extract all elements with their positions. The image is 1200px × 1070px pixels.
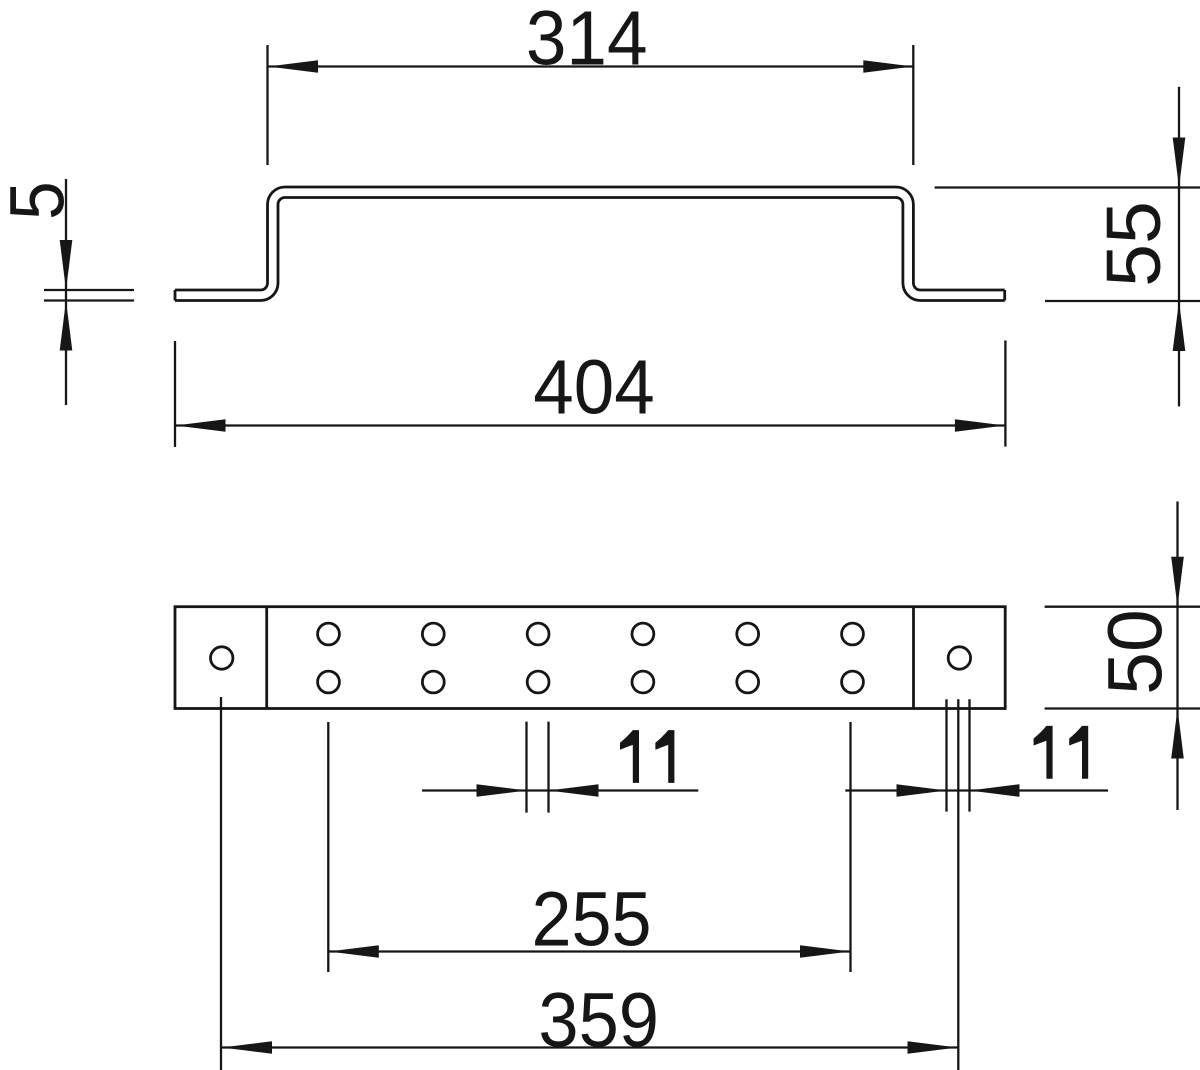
svg-text:55: 55	[1091, 201, 1177, 287]
svg-text:404: 404	[533, 344, 654, 430]
svg-text:5: 5	[0, 181, 81, 220]
svg-text:314: 314	[526, 0, 648, 81]
svg-text:255: 255	[531, 876, 651, 962]
svg-text:359: 359	[538, 977, 659, 1063]
svg-text:50: 50	[1093, 609, 1179, 695]
